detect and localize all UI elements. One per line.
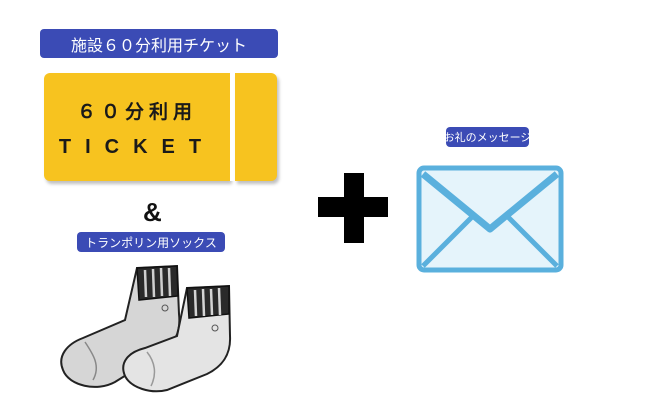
ticket-line1: ６０分利用 — [76, 101, 197, 123]
socks-label: トランポリン用ソックス — [77, 232, 225, 252]
ampersand: & — [143, 197, 162, 227]
facility-ticket-label: 施設６０分利用チケット — [40, 29, 278, 58]
envelope-icon — [416, 165, 564, 273]
ticket-main: ６０分利用 TICKET — [44, 73, 230, 181]
ticket-icon: ６０分利用 TICKET — [44, 73, 277, 181]
ticket-stub — [235, 73, 277, 181]
message-label: お礼のメッセージ — [444, 127, 531, 147]
plus-icon — [318, 173, 388, 243]
ticket-line2: TICKET — [58, 136, 216, 158]
ticket-perforation — [230, 73, 235, 181]
socks-icon — [60, 264, 232, 393]
